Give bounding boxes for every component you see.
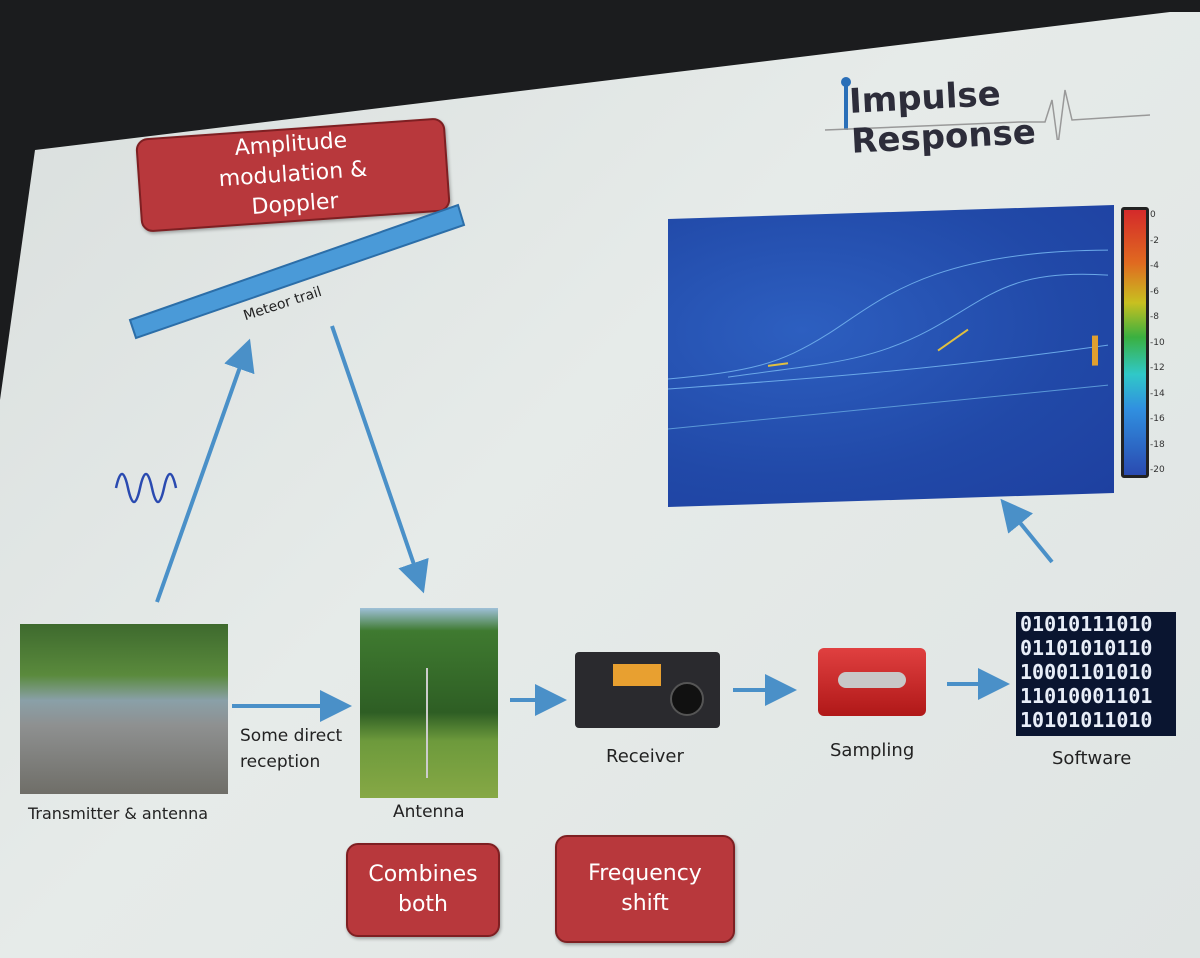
impulse-response-logo: Impulse Response — [820, 60, 1150, 162]
sampling-device-photo — [818, 648, 926, 716]
binary-row: 10101011010 — [1020, 708, 1153, 732]
colorbar-tick-label: -10 — [1150, 337, 1165, 348]
colorbar-tick-label: -4 — [1150, 261, 1159, 271]
radio-wave-icon — [114, 472, 178, 504]
colorbar-tick-label: -16 — [1150, 414, 1165, 424]
receiver-label: Receiver — [606, 746, 684, 767]
meteor-trail-shape — [128, 203, 466, 340]
frequency-shift-text: Frequency shift — [588, 861, 702, 916]
colorbar-tick-label: -8 — [1150, 312, 1159, 322]
binary-row: 01010111010 — [1020, 612, 1153, 636]
colorbar-tick-label: 0 — [1150, 210, 1156, 220]
binary-row: 10001101010 — [1020, 660, 1153, 684]
combines-both-text: Combines both — [368, 862, 478, 917]
combines-both-box: Combines both — [346, 843, 500, 937]
binary-row: 01101010110 — [1020, 636, 1153, 660]
receiver-photo — [575, 652, 720, 728]
arrow-up-to-trail — [155, 338, 255, 603]
transmitter-photo — [20, 624, 228, 794]
colorbar-tick-label: -12 — [1150, 363, 1165, 373]
colorbar-tick-label: -2 — [1150, 235, 1159, 246]
binary-row: 11010001101 — [1020, 684, 1153, 708]
antenna-label: Antenna — [393, 802, 465, 822]
software-label: Software — [1052, 748, 1132, 769]
colorbar-tick-label: -14 — [1150, 388, 1165, 399]
transmitter-label: Transmitter & antenna — [28, 804, 209, 823]
arrow-down-to-antenna — [330, 325, 429, 594]
colorbar-tick-label: -6 — [1150, 286, 1159, 297]
sampling-label: Sampling — [830, 740, 915, 761]
antenna-photo — [360, 608, 498, 798]
arrow-to-spectrogram — [1000, 498, 1054, 564]
spectrogram-colorbar — [1121, 207, 1149, 478]
colorbar-tick-label: -20 — [1150, 465, 1165, 475]
software-binary-photo: 01010111010 01101010110 10001101010 1101… — [1016, 612, 1176, 736]
frequency-shift-box: Frequency shift — [555, 835, 735, 943]
colorbar-tick-label: -18 — [1150, 439, 1165, 450]
spectrogram-plot — [668, 204, 1114, 508]
direct-reception-label: Some direct reception — [240, 726, 343, 772]
